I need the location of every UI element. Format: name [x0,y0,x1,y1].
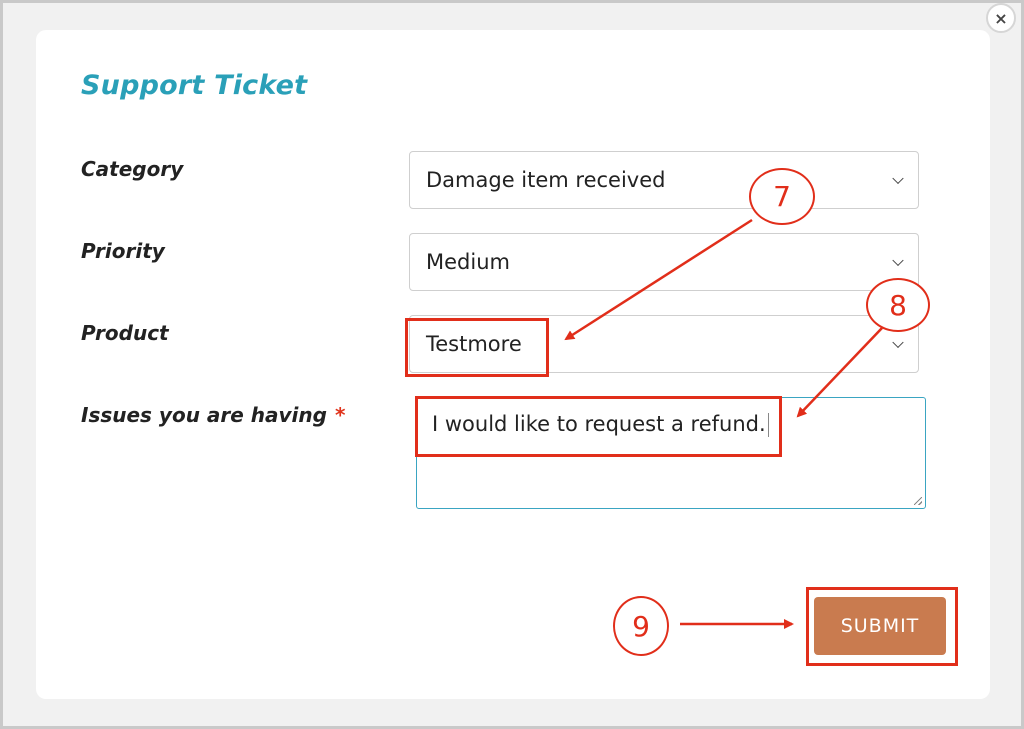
issues-label: Issues you are having * [81,403,345,427]
issues-label-text: Issues you are having [81,403,327,427]
resize-handle-icon[interactable] [914,497,922,505]
priority-select[interactable]: Medium [409,233,919,291]
issues-highlight-box [415,396,782,457]
step-number: 8 [889,288,907,322]
category-selected-value: Damage item received [426,168,666,192]
issues-text: I would like to request a refund. [432,412,766,436]
step-marker-7: 7 [749,168,815,225]
step-number: 9 [632,609,650,643]
submit-button[interactable]: SUBMIT [814,597,946,655]
close-icon[interactable]: × [986,3,1016,33]
priority-label: Priority [81,239,165,263]
chevron-down-icon [892,254,904,267]
dialog-title: Support Ticket [81,70,308,101]
required-asterisk: * [334,403,346,427]
category-label: Category [81,157,184,181]
product-label: Product [81,321,169,345]
submit-highlight-box [806,587,958,666]
product-highlight-box [405,318,549,377]
category-select[interactable]: Damage item received [409,151,919,209]
text-caret [767,413,769,437]
chevron-down-icon [892,336,904,349]
product-selected-value: Testmore [426,332,522,356]
step-number: 7 [773,180,791,213]
chevron-down-icon [892,172,904,185]
priority-selected-value: Medium [426,250,510,274]
step-marker-8: 8 [866,278,930,332]
close-symbol: × [994,8,1008,28]
step-marker-9: 9 [613,596,669,656]
